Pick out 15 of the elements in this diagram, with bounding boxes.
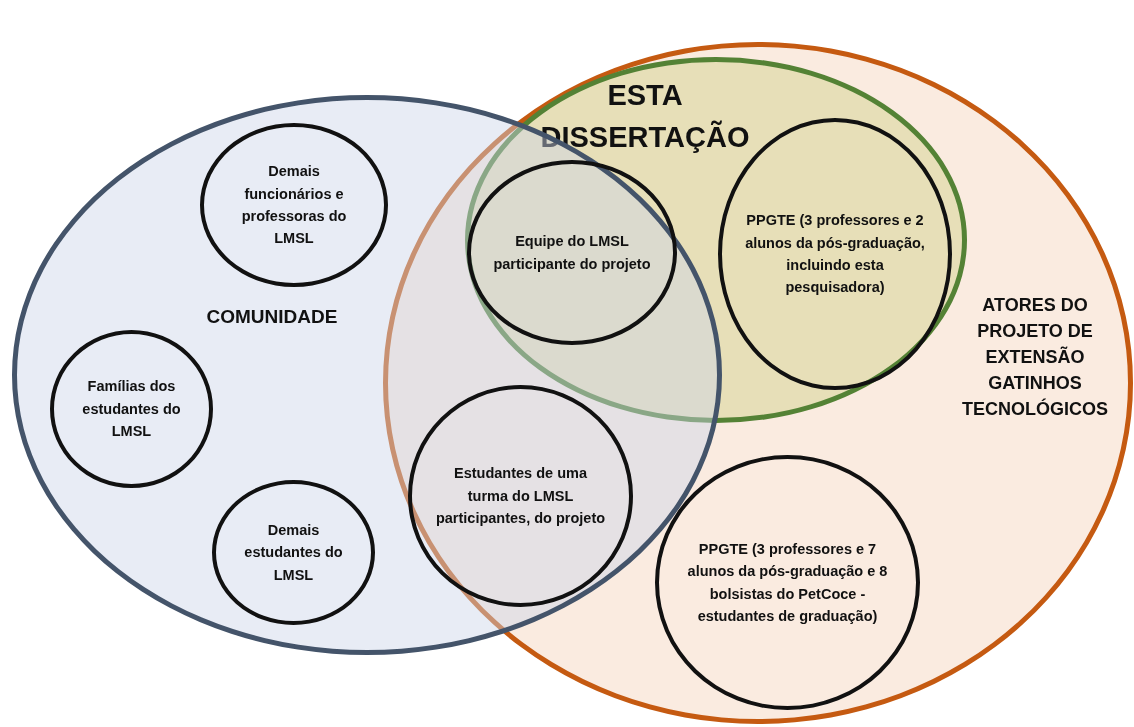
node-label: Famílias dos estudantes do LMSL (81, 377, 182, 442)
node-label: PPGTE (3 professores e 2 alunos da pós-graduação, incluindo esta pesquisadora) (744, 211, 926, 298)
circle-node (408, 385, 633, 607)
node-label: PPGTE (3 professores e 7 alunos da pós-graduação e 8 bolsistas do PetCoce - estudantes de graduação) (686, 539, 889, 626)
circle-node (467, 160, 677, 345)
node-label: Equipe do LMSL participante do projeto (492, 232, 652, 274)
node-label: Demais estudantes do LMSL (243, 520, 344, 585)
circle-node (50, 330, 213, 488)
circle-node (655, 455, 920, 710)
circle-node (200, 123, 388, 287)
node-label: Estudantes de uma turma do LMSL participantes, do projeto (434, 464, 607, 529)
group-title: COMUNIDADE (205, 305, 339, 329)
circle-node (212, 480, 375, 625)
group-title: ATORES DO PROJETO DE EXTENSÃO GATINHOS TECNOLÓGICOS (961, 294, 1109, 422)
node-label: Demais funcionários e professoras do LMSL (240, 162, 348, 249)
